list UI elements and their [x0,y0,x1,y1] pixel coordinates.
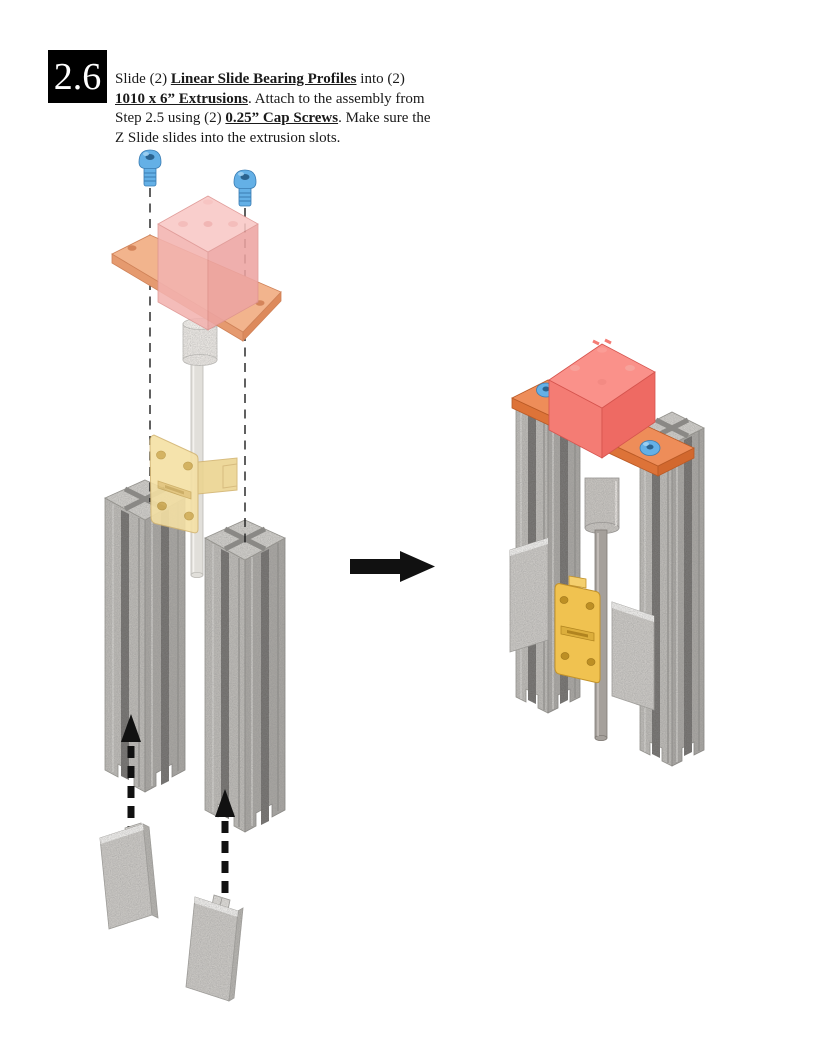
assembled-view-diagram [509,338,705,767]
bearing-profile-right [185,894,244,1002]
instruction-text: Slide (2) Linear Slide Bearing Profiles … [115,70,437,148]
shaft-coupler [584,477,620,534]
instruction-segment: into (2) [356,71,405,87]
z-slide [554,575,601,684]
step-number-box: 2.6 [48,50,107,103]
cap-screw-right [639,440,661,456]
insert-arrow-right [215,789,235,895]
instruction-segment: . Attach to the assembly from Step 2.5 u… [115,90,425,127]
instruction-segment-emphasis: 1010 x 6” Extrusions [115,90,248,107]
cap-screw-2 [233,169,257,207]
instruction-segment: . Make sure the Z Slide slides into the … [115,110,431,146]
step-number: 2.6 [53,55,102,98]
bearing-profile-left [99,822,159,930]
stepper-motor [157,195,259,331]
extrusion-1010-right [204,519,286,833]
instruction-segment: Slide (2) [115,71,171,87]
z-slide [149,434,238,534]
stepper-motor [548,338,656,459]
bearing-profile-right [611,601,655,711]
bearing-profile-left [509,537,549,653]
leadscrew [594,529,608,741]
transform-arrow-icon [350,551,435,582]
insert-arrow-left [121,714,141,830]
instruction-segment-emphasis: Linear Slide Bearing Profiles [170,71,357,87]
instruction-segment-emphasis: 0.25” Cap Screws [225,110,339,126]
extrusion-1010-right [639,411,705,767]
exploded-view-diagram [99,149,286,1002]
cap-screw-1 [138,149,162,187]
